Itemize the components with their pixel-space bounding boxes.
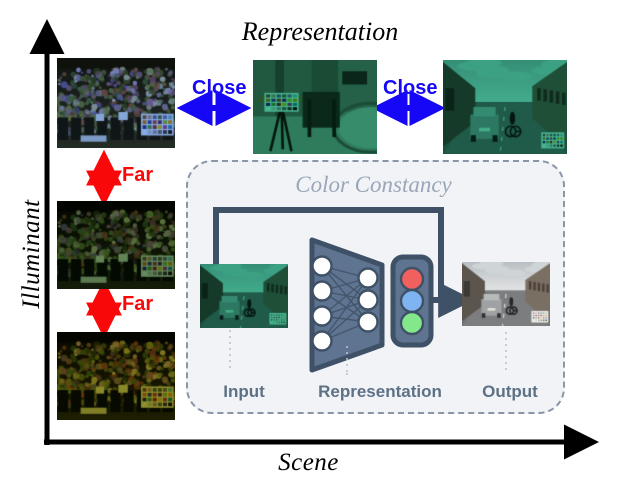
red-light [399, 266, 425, 292]
far-label-1: Far [122, 164, 154, 186]
close-label-2: Close [383, 77, 438, 99]
thumbnail-street-scene-green [443, 60, 567, 154]
color-constancy-pipeline [213, 207, 507, 375]
caption-output: Output [482, 382, 538, 401]
green-light [399, 310, 425, 336]
thumbnail-cc-output [462, 262, 550, 326]
thumbnail-cc-input [200, 264, 288, 328]
y-axis-label: Illuminant [18, 199, 45, 309]
caption-leaders [229, 330, 507, 375]
thumbnail-flower-market-mid [57, 201, 175, 289]
caption-input: Input [223, 382, 265, 401]
blue-light [399, 288, 425, 314]
thumbnail-indoor-scene [253, 60, 377, 154]
x-axis-label: Scene [278, 449, 339, 476]
thumbnail-flower-market-bright [57, 58, 175, 148]
network-nodes-left [311, 255, 333, 352]
color-constancy-title: Color Constancy [295, 172, 452, 197]
feedback-path [213, 207, 444, 300]
caption-representation: Representation [318, 382, 442, 401]
network-nodes-right [357, 267, 379, 333]
thumbnail-flower-market-dark [57, 332, 175, 420]
close-label-1: Close [192, 77, 247, 99]
far-label-2: Far [122, 293, 154, 315]
figure-title: Representation [241, 17, 399, 46]
